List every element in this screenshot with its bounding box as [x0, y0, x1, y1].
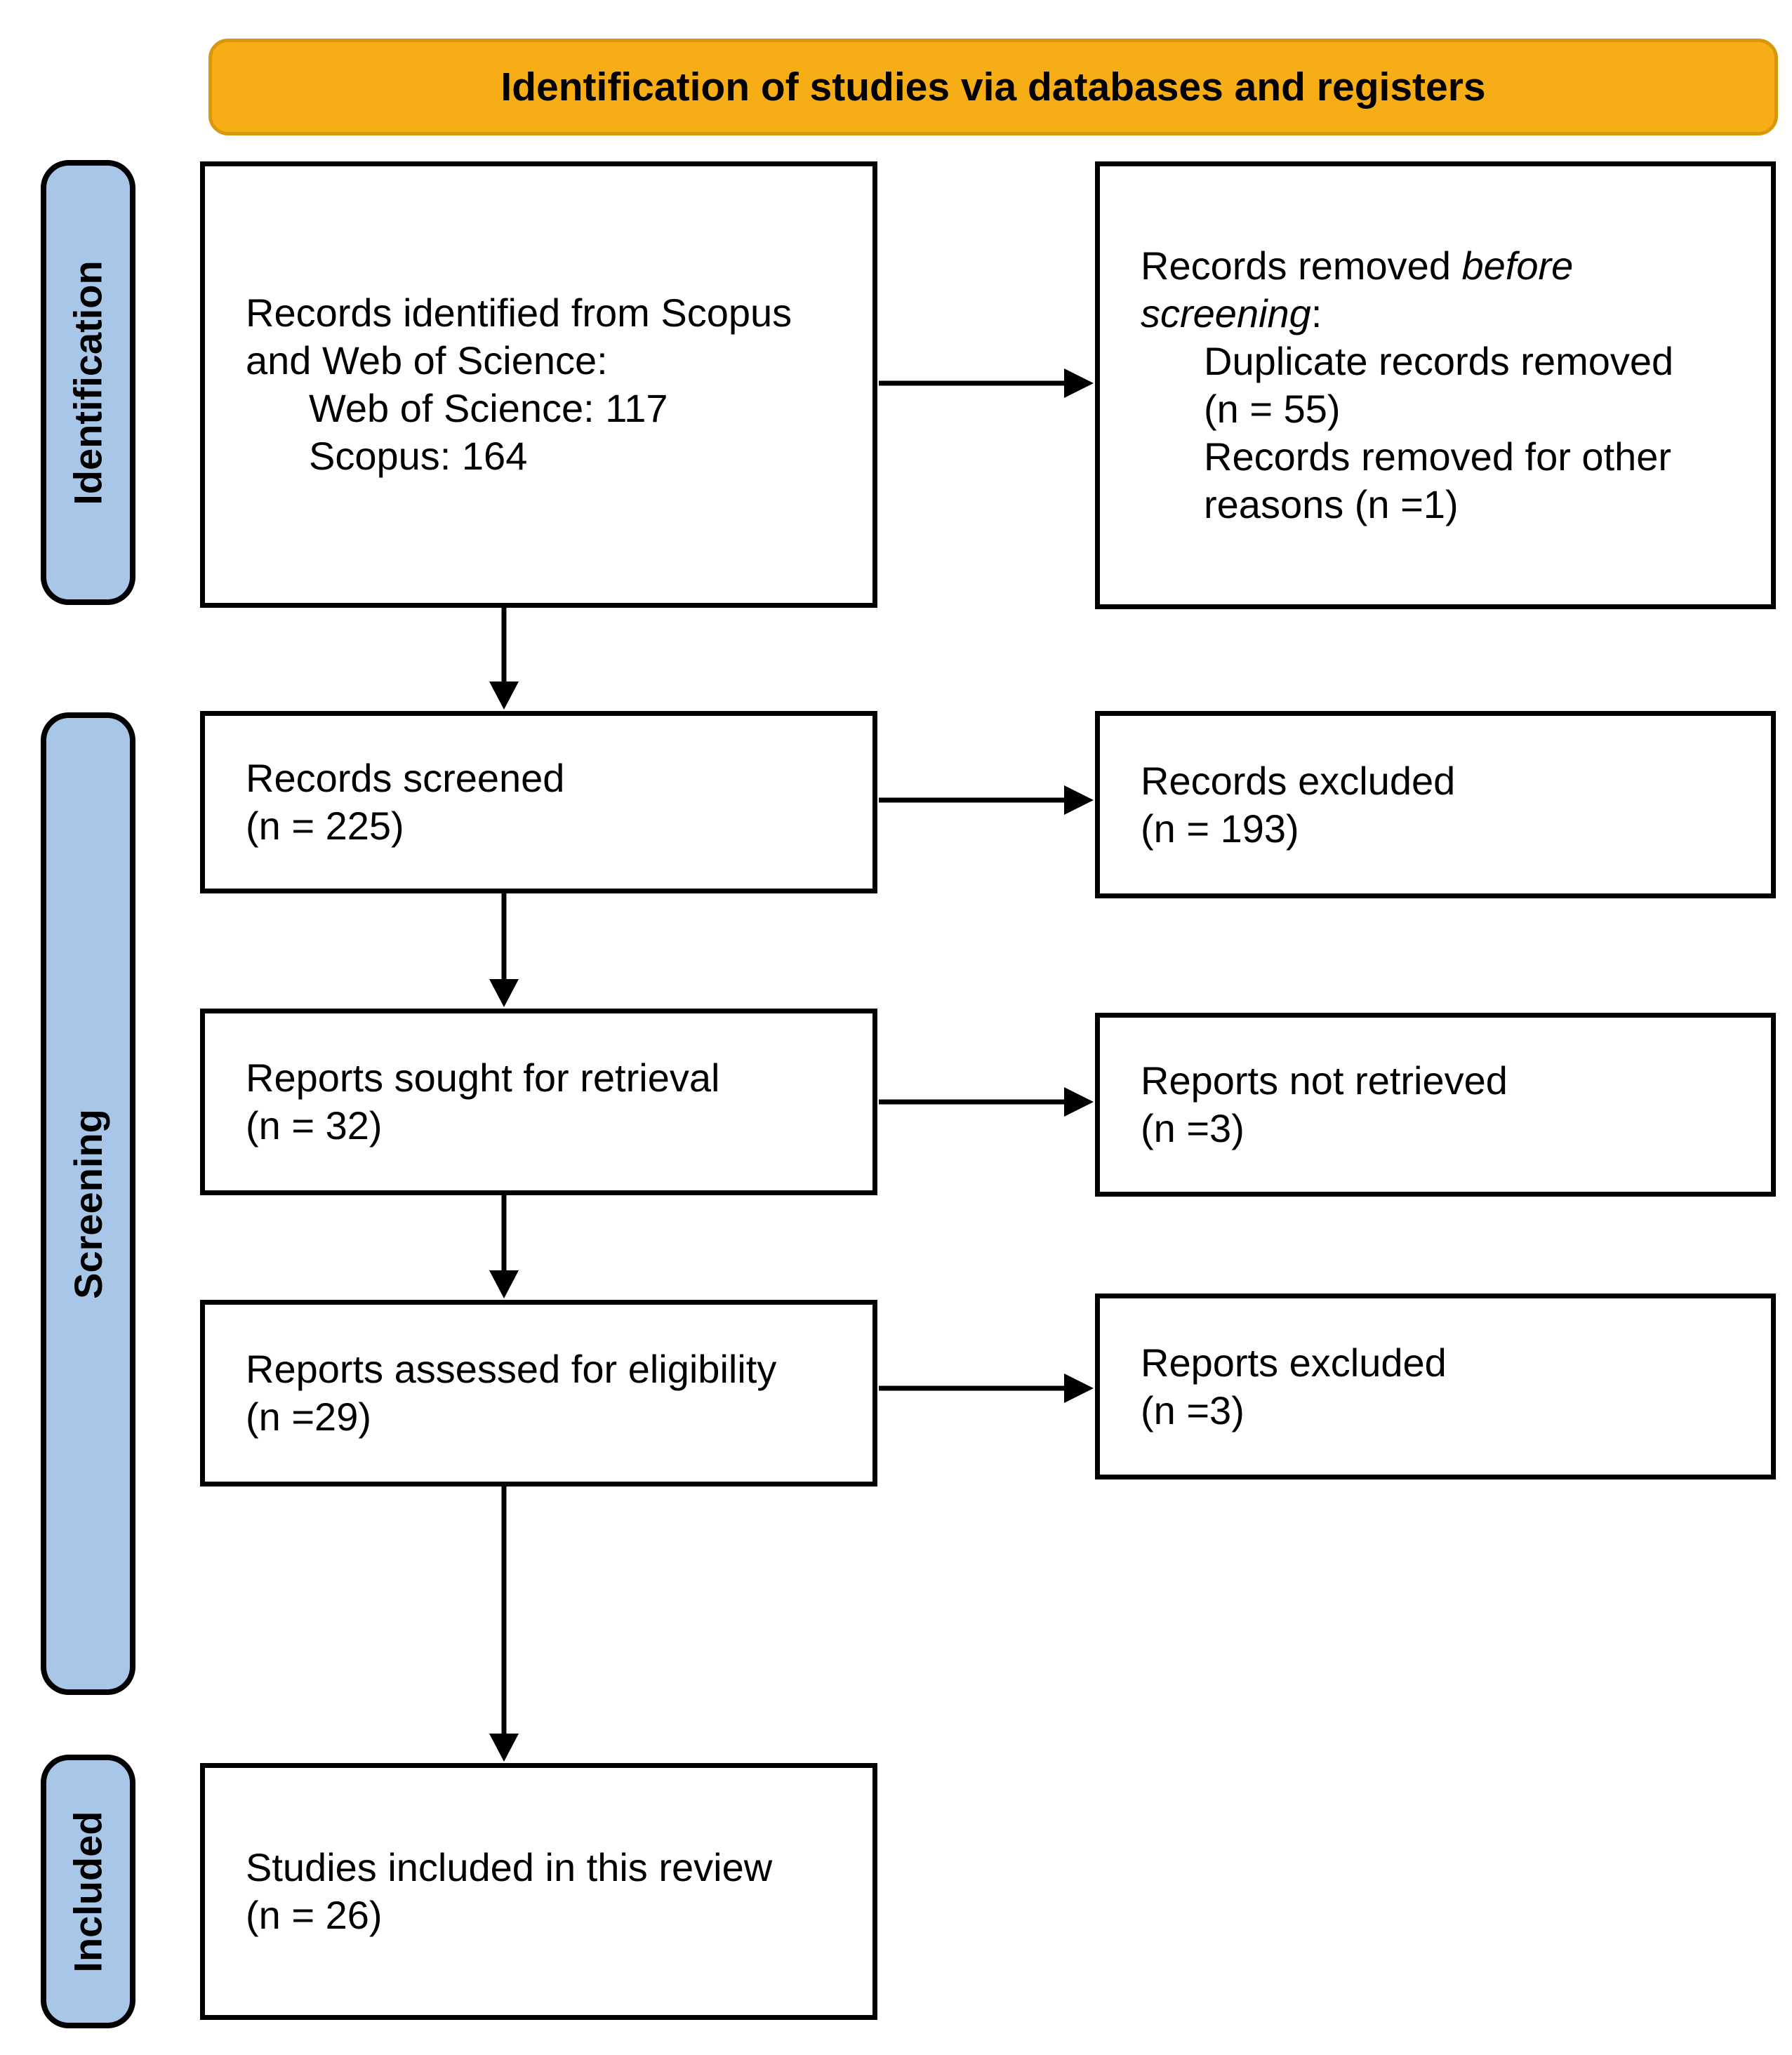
title-banner: Identification of studies via databases … — [208, 39, 1778, 135]
stage-label-identification: Identification — [41, 160, 135, 605]
arrow-assessed-to-excluded — [879, 1374, 1094, 1403]
box-text: Records screened(n = 225) — [246, 754, 858, 850]
box-text-line: Duplicate records removed — [1204, 339, 1674, 383]
box-text-line: Reports sought for retrieval — [246, 1056, 720, 1100]
box-text: Studies included in this review(n = 26) — [246, 1844, 858, 1939]
box-text-line: Reports not retrieved — [1141, 1058, 1508, 1103]
banner-title: Identification of studies via databases … — [500, 65, 1486, 109]
box-text: Reports excluded(n =3) — [1141, 1339, 1757, 1435]
box-text-line: Reports excluded — [1141, 1340, 1447, 1385]
box-text-line: Records excluded — [1141, 758, 1456, 803]
arrow-identified-to-screened — [489, 608, 519, 710]
box-text-line: Scopus: 164 — [309, 434, 528, 478]
box-text-line: Records screened — [246, 756, 565, 800]
box-reports-assessed: Reports assessed for eligibility(n =29) — [200, 1300, 877, 1487]
box-text: Records excluded(n = 193) — [1141, 757, 1757, 853]
box-text-line: (n = 32) — [246, 1103, 383, 1148]
arrow-sought-to-not-retrieved — [879, 1087, 1094, 1117]
stage-label-included: Included — [41, 1755, 135, 2028]
box-text-line: Reports assessed for eligibility — [246, 1347, 777, 1391]
arrow-sought-to-assessed — [489, 1195, 519, 1298]
box-text: Reports sought for retrieval(n = 32) — [246, 1054, 858, 1150]
box-reports-not-retrieved: Reports not retrieved(n =3) — [1095, 1013, 1776, 1197]
box-text-line: reasons (n =1) — [1204, 482, 1459, 526]
box-text: Reports not retrieved(n =3) — [1141, 1057, 1757, 1152]
box-text-line: (n = 55) — [1204, 387, 1341, 431]
box-text-line: Web of Science: 117 — [309, 386, 668, 430]
arrow-screened-to-excluded — [879, 785, 1094, 815]
box-reports-excluded: Reports excluded(n =3) — [1095, 1293, 1776, 1479]
arrow-identified-to-removed — [879, 368, 1094, 398]
arrow-assessed-to-included — [489, 1487, 519, 1762]
box-text-line: Studies included in this review — [246, 1845, 773, 1889]
stage-label-screening: Screening — [41, 712, 135, 1695]
box-records-excluded: Records excluded(n = 193) — [1095, 711, 1776, 898]
box-studies-included: Studies included in this review(n = 26) — [200, 1763, 877, 2020]
arrow-screened-to-sought — [489, 893, 519, 1007]
box-text-line: screening: — [1141, 291, 1322, 335]
box-text-line: (n =3) — [1141, 1106, 1245, 1150]
box-text-line: (n = 225) — [246, 804, 404, 848]
box-text-line: Records removed for other — [1204, 434, 1672, 479]
box-text-line: Records identified from Scopus — [246, 291, 792, 335]
box-text-line: and Web of Science: — [246, 338, 608, 383]
box-reports-sought: Reports sought for retrieval(n = 32) — [200, 1009, 877, 1195]
box-text-line: Records removed before — [1141, 244, 1574, 288]
box-records-screened: Records screened(n = 225) — [200, 711, 877, 893]
box-text-line: (n =3) — [1141, 1388, 1245, 1432]
box-text: Reports assessed for eligibility(n =29) — [246, 1345, 858, 1441]
box-text-line: (n = 193) — [1141, 806, 1299, 851]
box-text-line: (n =29) — [246, 1395, 371, 1439]
box-text-line: (n = 26) — [246, 1893, 383, 1937]
